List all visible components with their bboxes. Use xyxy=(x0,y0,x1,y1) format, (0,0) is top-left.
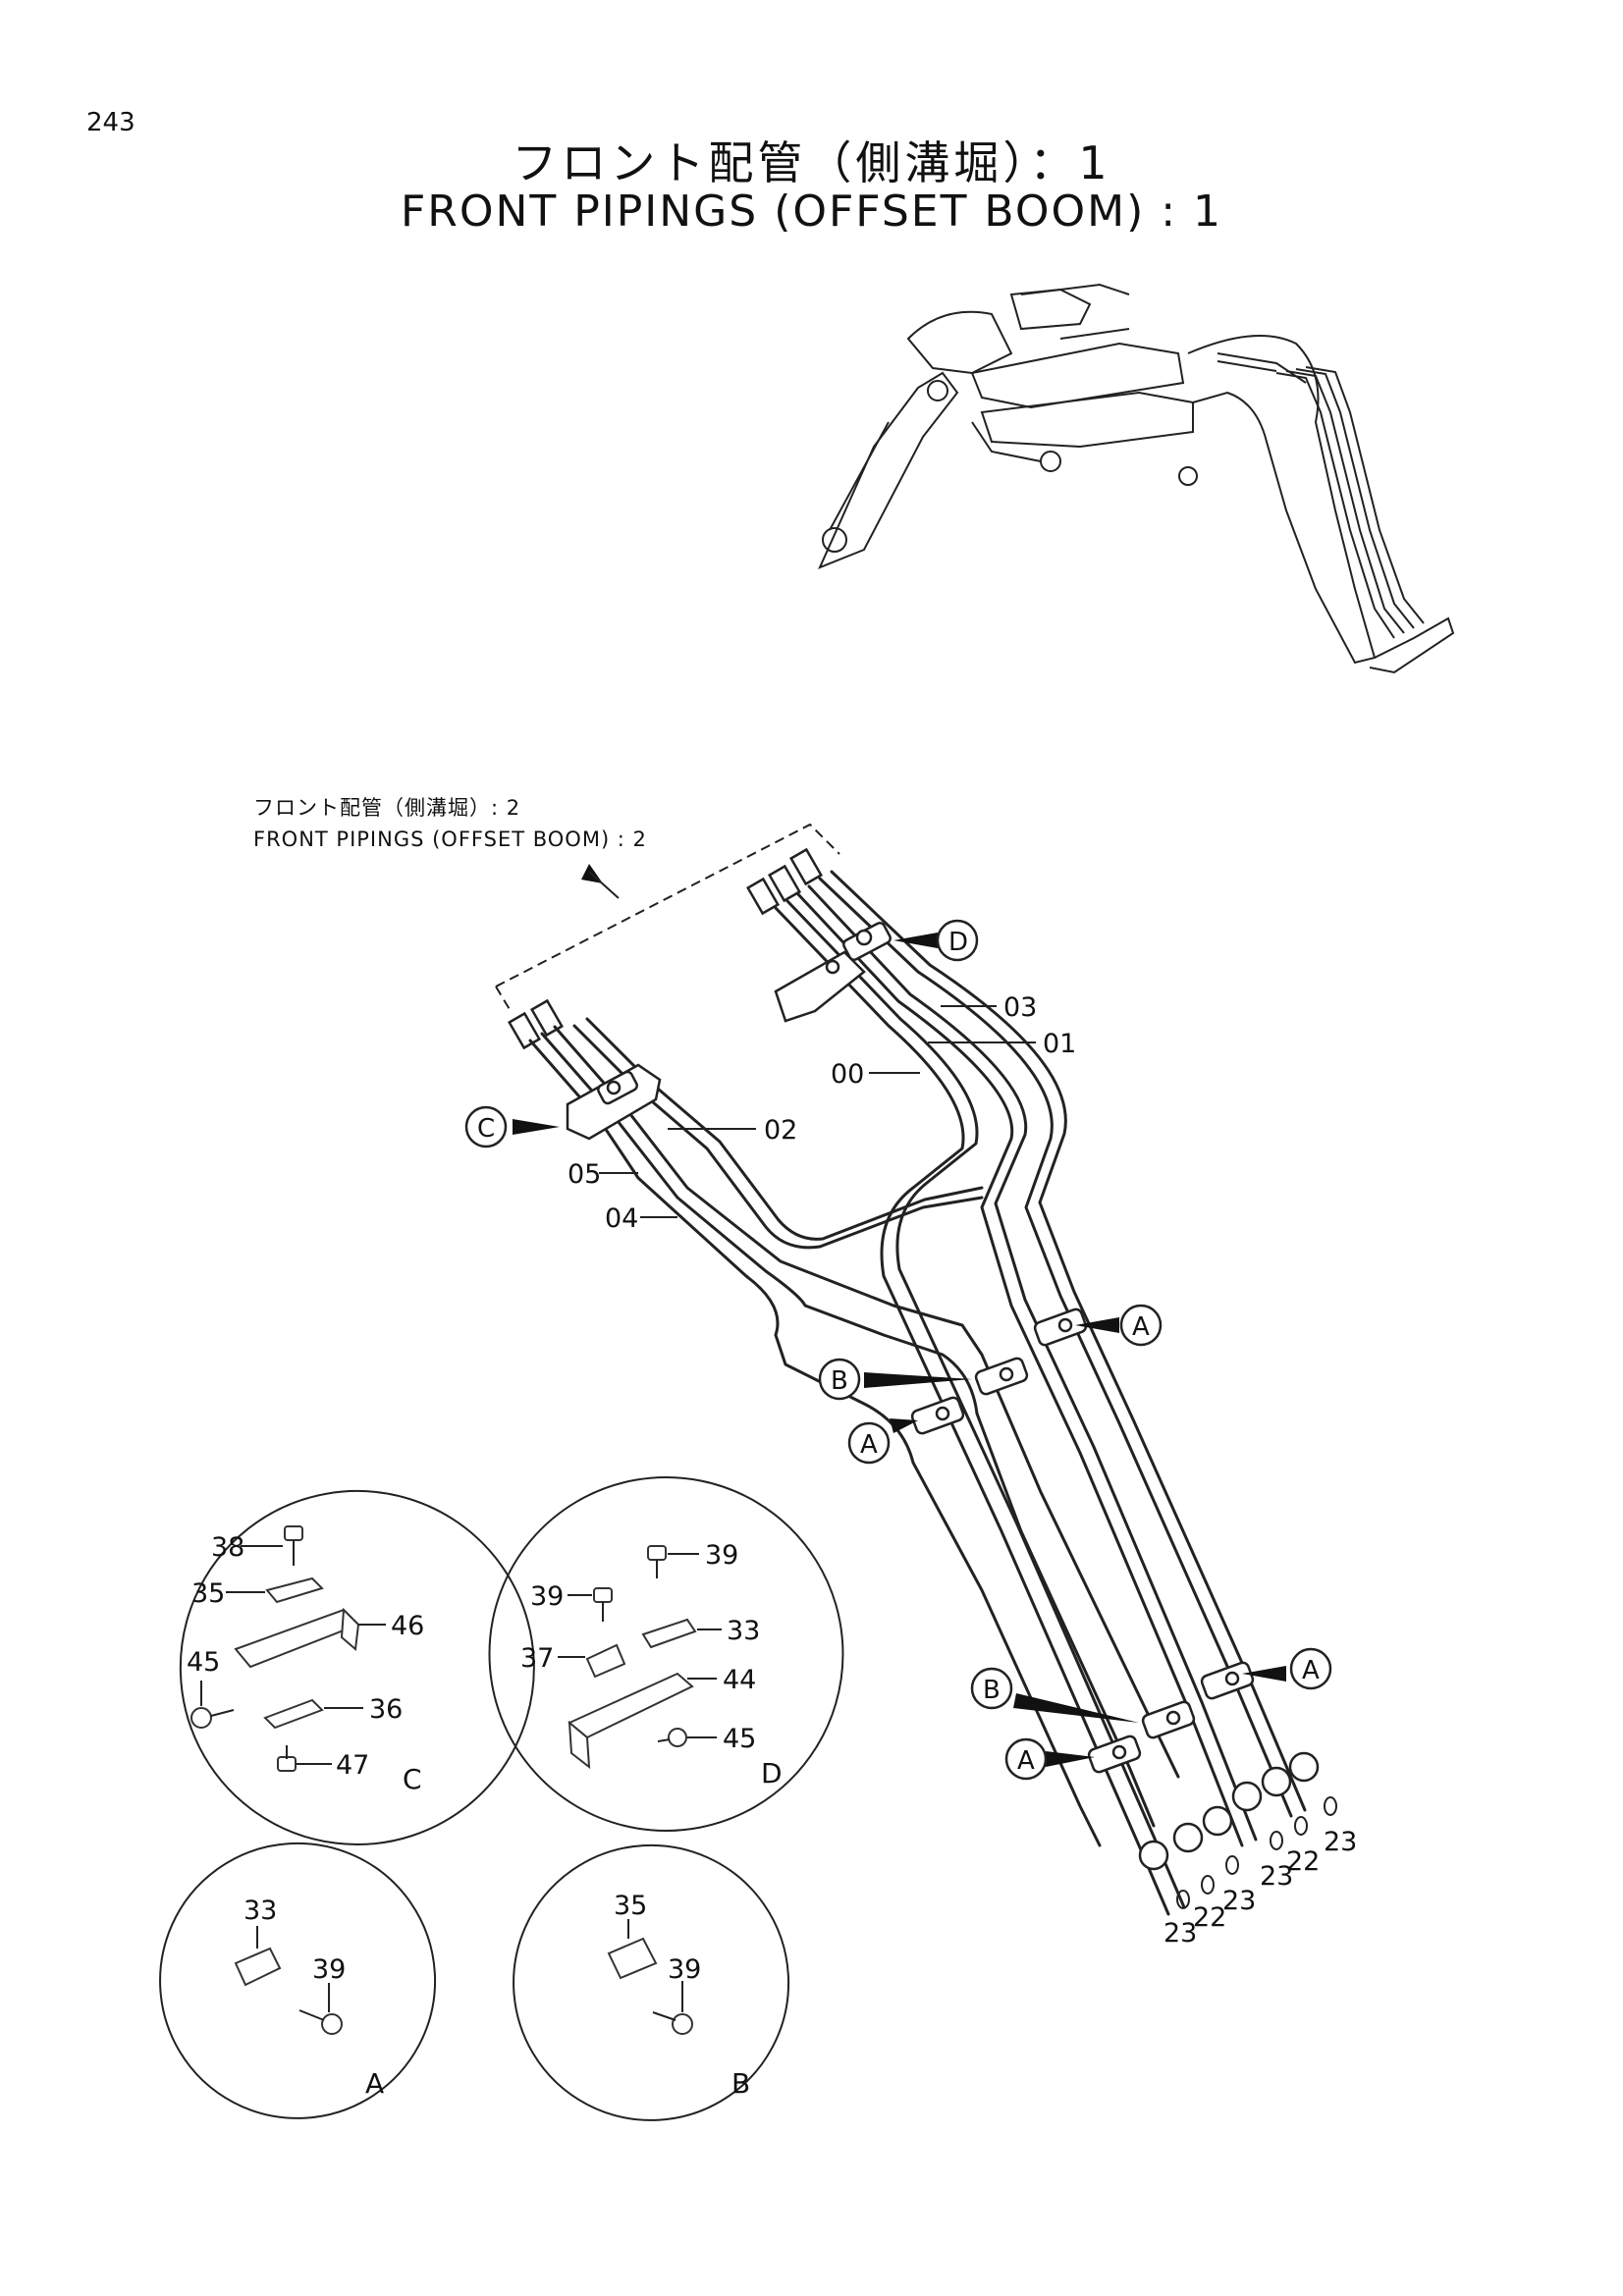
detail-c-part-45: 45 xyxy=(187,1647,220,1678)
label-pipe-01: 01 xyxy=(1043,1029,1076,1059)
marker-a-mid: A xyxy=(860,1430,878,1460)
marker-a-right-low: A xyxy=(1302,1656,1320,1685)
detail-d-part-45: 45 xyxy=(723,1724,756,1754)
label-pipe-05: 05 xyxy=(568,1159,601,1190)
end-part-label: 22 xyxy=(1286,1846,1320,1877)
detail-c-part-38: 38 xyxy=(211,1532,244,1563)
detail-d-part-39-left: 39 xyxy=(530,1581,564,1612)
end-part-label: 22 xyxy=(1193,1902,1226,1933)
reference-text-japanese: フロント配管（側溝堀）: 2 xyxy=(253,796,520,820)
page-title-japanese: フロント配管（側溝堀）：1 xyxy=(512,136,1111,189)
detail-d: 39 39 33 37 44 45 D xyxy=(488,1476,844,1832)
view-markers: D C A B A A B A xyxy=(464,919,1332,1781)
reference-to-page-2: フロント配管（側溝堀）: 2 FRONT PIPINGS (OFFSET BOO… xyxy=(253,796,647,899)
clamp-d-assembly xyxy=(774,922,892,1023)
detail-b-view-label: B xyxy=(731,2067,750,2100)
end-fittings xyxy=(1138,1751,1337,1909)
detail-c-view-label: C xyxy=(403,1763,422,1795)
detail-b-part-35: 35 xyxy=(614,1891,647,1921)
pipe-group-upper xyxy=(745,847,1307,1916)
marker-c-left: C xyxy=(477,1114,495,1144)
detail-a-part-39: 39 xyxy=(312,1954,346,1985)
detail-c-part-47: 47 xyxy=(336,1750,369,1781)
detail-a: 33 39 A xyxy=(159,1842,437,2119)
detail-c-part-35: 35 xyxy=(191,1578,225,1609)
detail-c-part-36: 36 xyxy=(369,1694,403,1725)
marker-b-mid: B xyxy=(831,1366,848,1396)
detail-d-view-label: D xyxy=(761,1757,783,1789)
marker-b-low: B xyxy=(983,1676,1001,1705)
detail-a-view-label: A xyxy=(365,2067,384,2100)
detail-c: 38 35 46 45 36 47 C xyxy=(179,1489,535,1845)
detail-a-part-33: 33 xyxy=(243,1896,277,1926)
end-part-label: 23 xyxy=(1324,1827,1357,1857)
detail-b-part-39: 39 xyxy=(668,1954,701,1985)
mid-clamps xyxy=(910,1308,1255,1774)
end-part-label: 23 xyxy=(1260,1861,1293,1892)
marker-d-top: D xyxy=(948,928,968,957)
machine-overview-illustration xyxy=(818,283,1455,674)
label-pipe-00: 00 xyxy=(831,1059,864,1090)
end-part-numbers: 23 22 23 23 22 23 xyxy=(1163,1827,1357,1949)
end-part-label: 23 xyxy=(1222,1886,1256,1916)
detail-d-part-44: 44 xyxy=(723,1665,756,1695)
detail-d-part-37: 37 xyxy=(520,1643,554,1674)
marker-a-upper: A xyxy=(1132,1312,1150,1342)
end-part-label: 23 xyxy=(1163,1918,1197,1949)
label-pipe-04: 04 xyxy=(605,1203,638,1234)
detail-c-part-46: 46 xyxy=(391,1611,424,1641)
reference-text-english: FRONT PIPINGS (OFFSET BOOM) : 2 xyxy=(253,828,647,851)
detail-b: 35 39 B xyxy=(513,1843,790,2121)
label-pipe-03: 03 xyxy=(1003,992,1037,1023)
page-number: 243 xyxy=(86,108,135,137)
label-pipe-02: 02 xyxy=(764,1115,797,1146)
marker-a-low: A xyxy=(1017,1746,1035,1776)
page-title-english: FRONT PIPINGS (OFFSET BOOM) : 1 xyxy=(400,187,1223,237)
clamp-c-assembly xyxy=(566,1063,662,1141)
detail-d-part-33: 33 xyxy=(727,1616,760,1646)
detail-d-part-39-right: 39 xyxy=(705,1540,738,1571)
pipe-callouts: 03 01 00 02 05 04 xyxy=(568,992,1076,1234)
